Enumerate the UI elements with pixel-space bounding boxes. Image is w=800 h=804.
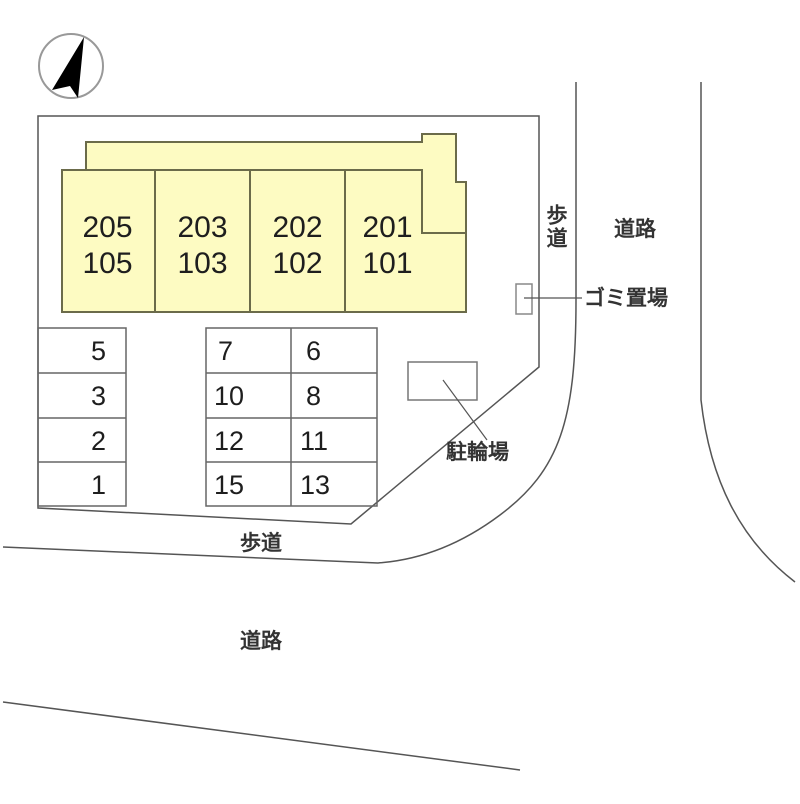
unit-label-203-103: 203 103: [155, 210, 250, 282]
garbage-area-label: ゴミ置場: [584, 286, 668, 310]
parking-slot-12: 12: [214, 426, 245, 456]
unit-label-202-102: 202 102: [250, 210, 345, 282]
parking-slot-15: 15: [214, 470, 245, 500]
unit-label-205-105: 205 105: [60, 210, 155, 282]
unit-number-upper: 205: [82, 211, 133, 244]
road-south-label: 道路: [240, 629, 282, 653]
parking-slot-11: 11: [300, 426, 329, 456]
north-arrow-icon: [38, 33, 104, 99]
unit-number-lower: 103: [177, 247, 228, 280]
sidewalk-east-label: 歩道: [544, 204, 568, 250]
unit-number-lower: 101: [362, 247, 413, 280]
sidewalk-south-label: 歩道: [240, 531, 282, 555]
parking-block-left: [37, 327, 127, 507]
bicycle-parking-box: [407, 361, 478, 401]
parking-block-middle: [205, 327, 378, 507]
parking-slot-7: 7: [218, 336, 234, 366]
unit-number-lower: 105: [82, 247, 133, 280]
parking-slot-10: 10: [214, 381, 245, 411]
bicycle-parking-label: 駐輪場: [446, 440, 509, 464]
unit-number-upper: 202: [272, 211, 323, 244]
parking-slot-1: 1: [91, 470, 107, 500]
unit-number-upper: 201: [362, 211, 413, 244]
parking-slot-8: 8: [306, 381, 322, 411]
unit-label-201-101: 201 101: [340, 210, 435, 282]
parking-slot-3: 3: [91, 381, 107, 411]
parking-slot-13: 13: [300, 470, 331, 500]
road-edge-east: [700, 82, 796, 583]
parking-slot-2: 2: [91, 426, 107, 456]
apartment-building: [61, 133, 467, 313]
garbage-area-box: [515, 283, 533, 315]
unit-number-lower: 102: [272, 247, 323, 280]
road-east-label: 道路: [614, 217, 656, 241]
road-edge-south: [2, 701, 521, 771]
parking-slot-6: 6: [306, 336, 322, 366]
parking-slot-5: 5: [91, 336, 107, 366]
sidewalk-edge: [2, 82, 577, 564]
unit-number-upper: 203: [177, 211, 228, 244]
